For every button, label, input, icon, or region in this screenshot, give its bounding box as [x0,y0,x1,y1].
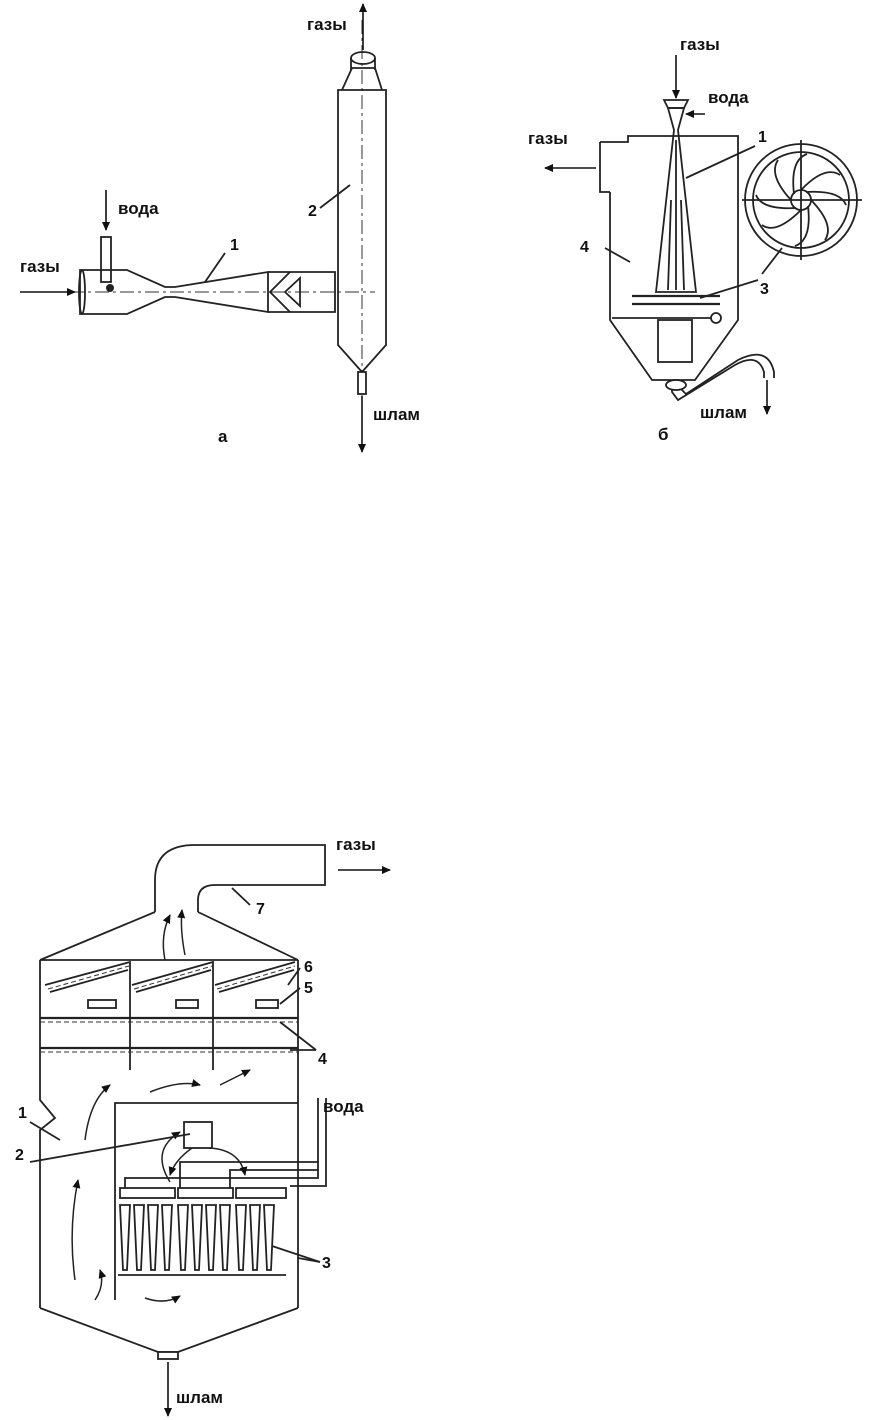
caption-a: а [218,427,228,446]
leader-5 [280,988,300,1004]
label-water: вода [323,1097,364,1116]
leader-4 [605,248,630,262]
label-gas-out: газы [307,15,347,34]
trough [176,1000,198,1008]
label-sludge: шлам [176,1388,223,1407]
label-num-4: 4 [318,1051,327,1068]
water-pipe [101,237,111,282]
top-cone [40,912,298,960]
water-pipe [125,1098,318,1190]
label-gas-out: газы [528,129,568,148]
nozzle [106,284,114,292]
vessel-wall-left [40,960,55,1308]
label-num-1: 1 [758,129,767,146]
swirl-hub [658,320,692,362]
label-num-2: 2 [15,1147,24,1164]
leader-3 [700,280,758,298]
label-sludge: шлам [700,403,747,422]
gas-outlet-duct [600,142,610,192]
trough [256,1000,278,1008]
label-gas-in: газы [20,257,60,276]
label-num-1: 1 [230,237,239,254]
figure-b: газы вода газы шлам 1 3 4 б [528,35,862,444]
label-water: вода [118,199,159,218]
gas-outlet-pipe [351,52,375,64]
leader-3 [272,1246,320,1262]
label-num-4: 4 [580,239,589,256]
flow-arrows [72,910,250,1301]
outlet-duct [155,845,325,912]
figure-c: газы вода шлам 1 2 3 4 5 6 7 [15,835,390,1416]
label-water: вода [708,88,749,107]
nozzle-bank [118,1188,286,1275]
label-num-3: 3 [322,1255,331,1272]
trough [88,1000,116,1008]
leader-2 [320,185,350,208]
caption-b: б [658,425,669,444]
leader-7 [232,888,250,905]
venturi-inlet [664,100,688,108]
label-num-6: 6 [304,959,313,976]
label-gas-out: газы [336,835,376,854]
figure-a: газы вода газы шлам 1 2 а [20,4,420,452]
separator-plates [45,962,295,1070]
bottom-cone [40,1308,298,1352]
leader-1 [30,1122,60,1140]
sludge-outlet [158,1352,178,1359]
label-num-7: 7 [256,901,265,918]
label-gas-in: газы [680,35,720,54]
leader-1 [205,253,225,282]
leader-1 [686,146,755,178]
label-num-3: 3 [760,281,769,298]
label-num-5: 5 [304,980,313,997]
label-num-1: 1 [18,1105,27,1122]
sludge-outlet [358,372,366,394]
label-sludge: шлам [373,405,420,424]
label-num-2: 2 [308,203,317,220]
leader-2 [30,1134,190,1162]
swirl-inset [742,140,862,260]
